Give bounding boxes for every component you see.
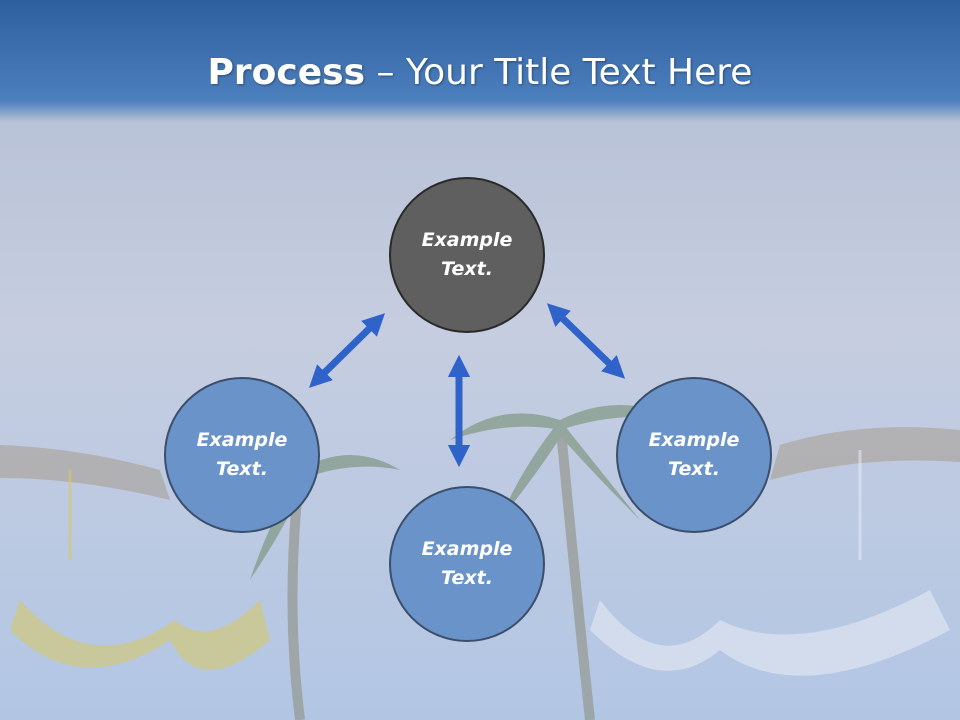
node-left-label: Example Text. (196, 429, 288, 480)
process-node-bottom: Example Text. (389, 486, 545, 642)
process-node-left: Example Text. (164, 377, 320, 533)
hammock-left (10, 470, 270, 670)
hammock-right (590, 450, 950, 676)
arrow-top-right (546, 303, 626, 379)
title-bold: Process (207, 52, 366, 93)
node-top-label: Example Text. (421, 229, 513, 280)
node-right-label: Example Text. (648, 429, 740, 480)
slide-title: Process – Your Title Text Here (0, 52, 960, 93)
title-rest: – Your Title Text Here (365, 52, 753, 93)
process-node-top: Example Text. (389, 177, 545, 333)
arrow-top-left (309, 313, 385, 388)
node-bottom-label: Example Text. (421, 538, 513, 589)
process-node-right: Example Text. (616, 377, 772, 533)
